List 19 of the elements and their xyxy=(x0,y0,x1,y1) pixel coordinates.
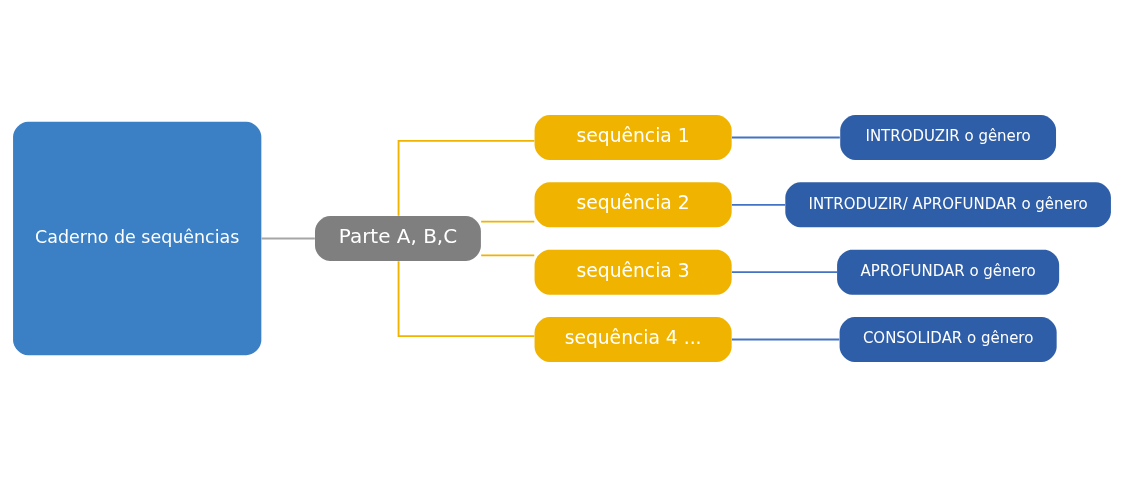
node-box: sequência 4 ... xyxy=(534,317,732,362)
connector xyxy=(480,254,536,257)
connector xyxy=(731,203,786,206)
connector xyxy=(397,139,536,217)
node-box: sequência 2 xyxy=(534,182,732,228)
node-box: sequência 1 xyxy=(534,115,732,160)
node-box: CONSOLIDAR o gênero xyxy=(839,317,1057,362)
connector xyxy=(260,237,316,240)
connector xyxy=(731,271,838,274)
node-box: INTRODUZIR/ APROFUNDAR o gênero xyxy=(785,182,1111,228)
node-box: APROFUNDAR o gênero xyxy=(837,249,1060,295)
node-box: sequência 3 xyxy=(534,249,732,295)
connector xyxy=(480,220,536,223)
connector xyxy=(397,260,536,338)
node-box: INTRODUZIR o gênero xyxy=(840,115,1057,160)
connector xyxy=(731,136,841,139)
node-box: Parte A, B,C xyxy=(315,216,481,261)
node-box: Caderno de sequências xyxy=(13,121,262,356)
connector xyxy=(731,338,841,341)
